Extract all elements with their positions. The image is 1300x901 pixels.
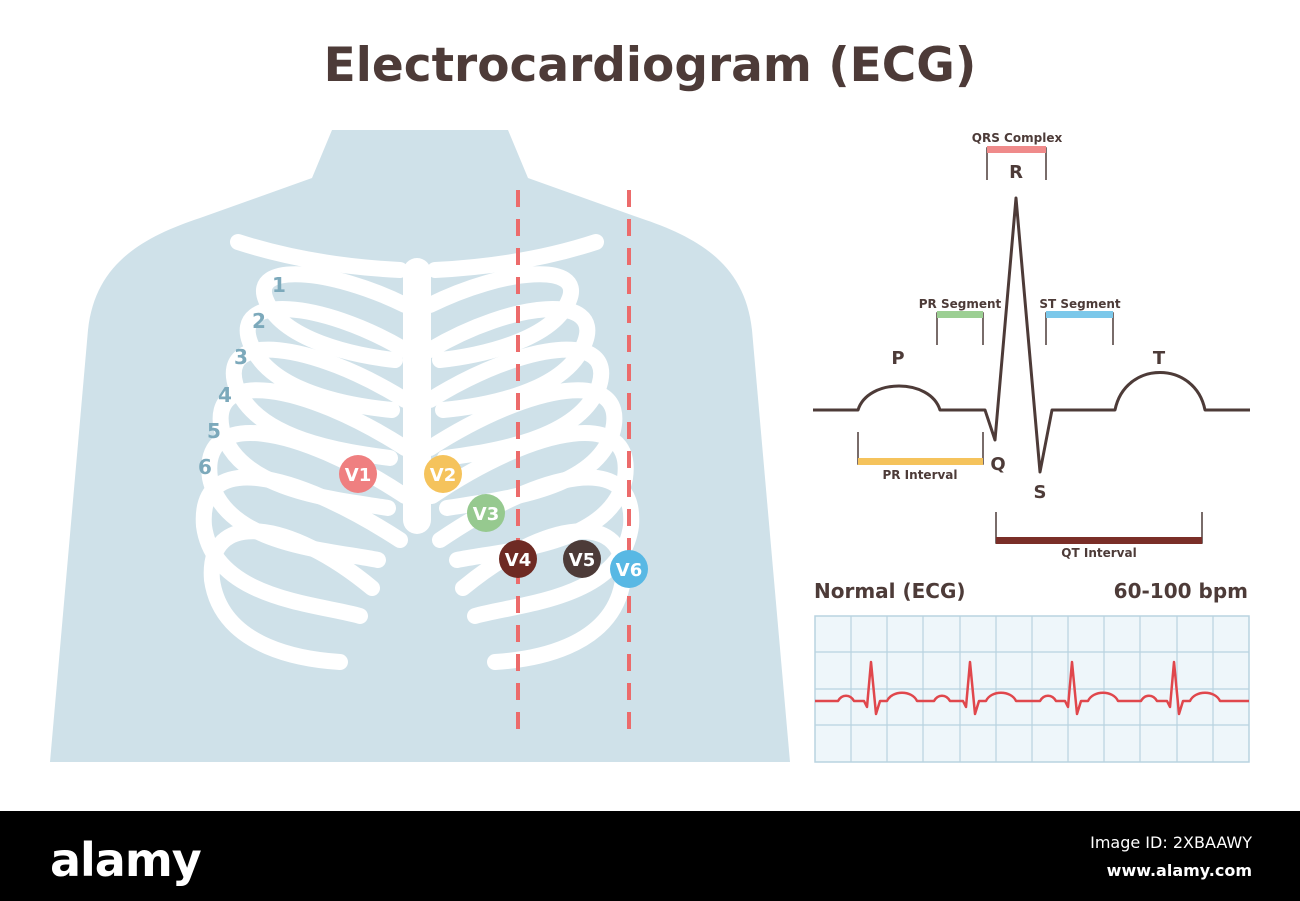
- pr-segment-bracket: [936, 311, 984, 345]
- svg-text:V6: V6: [616, 560, 642, 581]
- rib-number: 5: [207, 419, 221, 443]
- midline-guides: [516, 190, 631, 740]
- rib-number: 4: [218, 383, 232, 407]
- svg-text:V5: V5: [569, 550, 595, 571]
- wave-label-q: Q: [990, 454, 1005, 475]
- svg-text:V4: V4: [505, 550, 531, 571]
- qrs-complex-label: QRS Complex: [972, 131, 1063, 145]
- electrode-v3: V3: [467, 494, 505, 532]
- svg-text:V3: V3: [473, 504, 499, 525]
- electrodes: V1 V2 V3 V4 V5 V6: [339, 455, 648, 588]
- rib-number: 3: [234, 345, 248, 369]
- pr-segment-label: PR Segment: [919, 297, 1002, 311]
- electrode-v4: V4: [499, 540, 537, 578]
- svg-text:V1: V1: [345, 465, 371, 486]
- svg-text:V2: V2: [430, 465, 456, 486]
- stock-logo: alamy: [50, 833, 202, 887]
- pr-interval-bracket: [857, 432, 984, 465]
- image-id-text: Image ID: 2XBAAWY: [1090, 833, 1252, 852]
- footer-url[interactable]: www.alamy.com: [1106, 861, 1252, 880]
- normal-ecg-strip: Normal (ECG) 60-100 bpm: [814, 579, 1250, 763]
- footer-bar: alamy Image ID: 2XBAAWY www.alamy.com: [0, 811, 1300, 901]
- wave-label-t: T: [1153, 348, 1166, 369]
- electrode-v2: V2: [424, 455, 462, 493]
- electrode-v1: V1: [339, 455, 377, 493]
- normal-ecg-label: Normal (ECG): [814, 579, 966, 603]
- rib-number: 2: [252, 309, 266, 333]
- rib-number: 1: [272, 273, 286, 297]
- heart-rate-label: 60-100 bpm: [1114, 579, 1248, 603]
- electrode-v6: V6: [610, 550, 648, 588]
- wave-label-r: R: [1009, 162, 1023, 183]
- ecg-rhythm-trace: [815, 660, 1249, 716]
- wave-label-p: P: [891, 348, 904, 369]
- rib-numbers: 1 2 3 4 5 6: [198, 273, 286, 479]
- st-segment-bracket: [1045, 311, 1114, 345]
- st-segment-label: ST Segment: [1039, 297, 1121, 311]
- rib-cage: [195, 234, 640, 670]
- electrode-v5: V5: [563, 540, 601, 578]
- ecg-waveform: QRS Complex PR Segment ST Segment PR Int…: [813, 131, 1250, 560]
- qt-interval-bracket: [995, 512, 1203, 544]
- qt-interval-label: QT Interval: [1061, 546, 1136, 560]
- wave-label-s: S: [1034, 482, 1047, 503]
- page-title: Electrocardiogram (ECG): [323, 38, 977, 93]
- rib-number: 6: [198, 455, 212, 479]
- pr-interval-label: PR Interval: [882, 468, 957, 482]
- waveform-trace: [813, 196, 1250, 474]
- ecg-illustration: 1 2 3 4 5 6 V1 V2 V3 V4 V5 V6: [50, 130, 1250, 763]
- qrs-complex-bracket: [986, 146, 1047, 180]
